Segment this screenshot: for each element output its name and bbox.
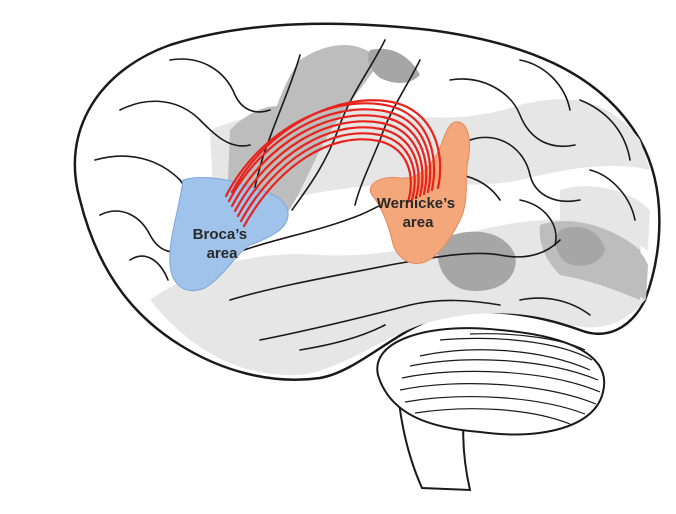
broca-label-line1: Broca’s: [193, 226, 247, 243]
cerebellum-folia: [399, 333, 601, 425]
cerebellum: [376, 327, 606, 436]
arcuate-fasciculus: [224, 99, 442, 228]
wernicke-label-line1: Wernicke’s: [377, 195, 455, 212]
broca-label: Broca’s area: [193, 226, 252, 262]
broca-label-line2: area: [207, 245, 239, 262]
wernicke-label-line2: area: [403, 214, 435, 231]
dark-gray-regions: [368, 48, 605, 291]
wernicke-label: Wernicke’s area: [377, 195, 460, 231]
